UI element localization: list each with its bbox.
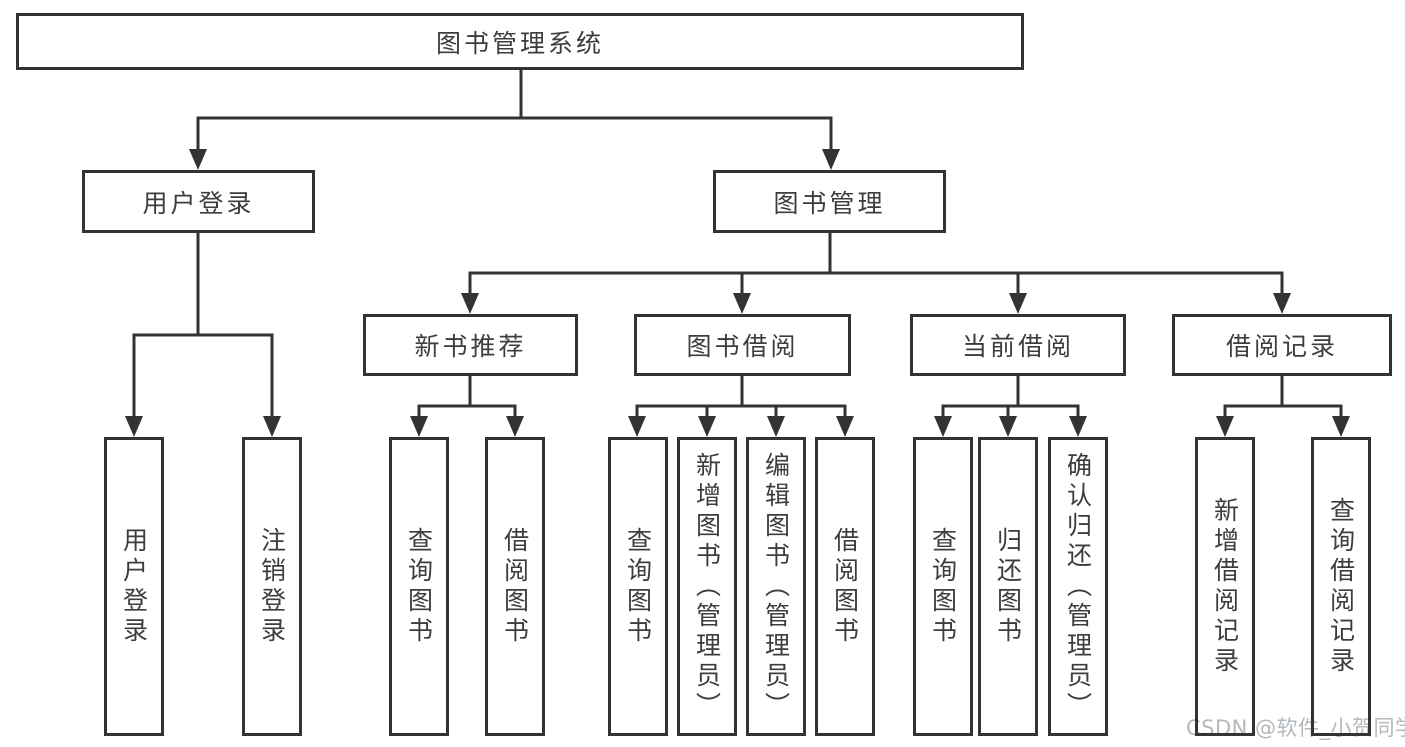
leaf-logout: 注销登录: [242, 437, 302, 736]
leaf-user-login: 用户登录: [104, 437, 164, 736]
book-management-branch: [461, 230, 1291, 314]
leaf-borrow-books: 借阅图书: [815, 437, 875, 736]
leaf-label: 归还图书: [993, 526, 1023, 647]
node-label: 用户登录: [142, 188, 255, 218]
node-label: 当前借阅: [961, 332, 1074, 361]
leaf-confirm-return-admin: 确认归还（管理员）: [1048, 437, 1108, 736]
leaf-label: 查询借阅记录: [1326, 496, 1356, 677]
leaf-label: 查询图书: [928, 526, 958, 647]
leaf-query-books-recommend: 查询图书: [389, 437, 449, 736]
leaf-borrow-books-recommend: 借阅图书: [485, 437, 545, 736]
node-label: 新书推荐: [414, 332, 527, 361]
node-label: 图书管理系统: [435, 28, 604, 58]
book-borrow-branch: [628, 373, 854, 437]
root-branch: [189, 68, 840, 170]
leaf-query-books-current: 查询图书: [913, 437, 973, 736]
user-login-branch: [125, 230, 281, 437]
node-book-management: 图书管理: [713, 170, 946, 233]
new-books-branch: [410, 373, 524, 437]
leaf-label: 查询图书: [404, 526, 434, 647]
leaf-query-borrow-record: 查询借阅记录: [1311, 437, 1371, 736]
borrow-records-branch: [1216, 373, 1350, 437]
node-new-book-recommend: 新书推荐: [363, 314, 578, 376]
leaf-query-books-borrow: 查询图书: [608, 437, 668, 736]
leaf-label: 注销登录: [257, 526, 287, 647]
node-borrowing-records: 借阅记录: [1172, 314, 1392, 376]
leaf-label: 借阅图书: [830, 526, 860, 647]
node-label: 图书借阅: [686, 332, 799, 361]
node-current-borrowing: 当前借阅: [910, 314, 1126, 376]
node-label: 借阅记录: [1225, 332, 1338, 361]
current-borrow-branch: [934, 373, 1087, 437]
leaf-edit-books-admin: 编辑图书（管理员）: [746, 437, 806, 736]
node-user-login: 用户登录: [82, 170, 315, 233]
leaf-label: 新增图书（管理员）: [692, 451, 722, 722]
leaf-label: 用户登录: [119, 526, 149, 647]
leaf-add-books-admin: 新增图书（管理员）: [677, 437, 737, 736]
leaf-label: 确认归还（管理员）: [1063, 451, 1093, 722]
leaf-return-books: 归还图书: [978, 437, 1038, 736]
leaf-label: 借阅图书: [500, 526, 530, 647]
leaf-label: 新增借阅记录: [1210, 496, 1240, 677]
node-book-borrowing: 图书借阅: [634, 314, 851, 376]
node-label: 图书管理: [773, 188, 886, 218]
leaf-add-borrow-record: 新增借阅记录: [1195, 437, 1255, 736]
leaf-label: 查询图书: [623, 526, 653, 647]
leaf-label: 编辑图书（管理员）: [761, 451, 791, 722]
node-library-management-system: 图书管理系统: [16, 13, 1024, 70]
csdn-watermark: CSDN @软件_小贺同学: [1186, 716, 1405, 740]
